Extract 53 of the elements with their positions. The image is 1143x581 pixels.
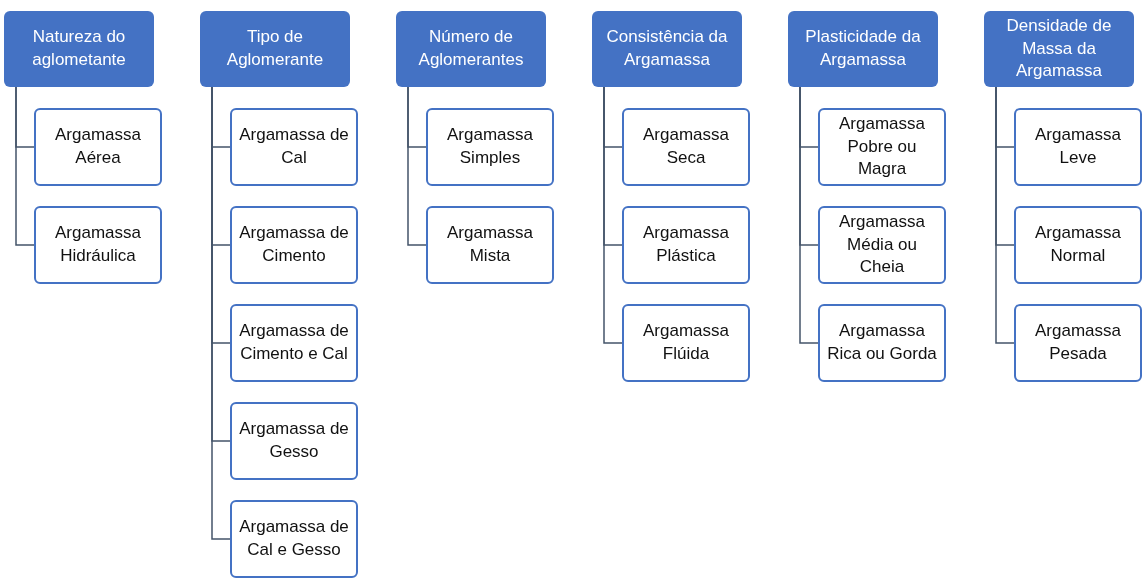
category-header-box (592, 11, 742, 87)
connector-line (603, 86, 623, 344)
node-label: Argamassa de Cal (238, 124, 350, 169)
type-box (230, 304, 358, 382)
type-box (426, 206, 554, 284)
node-label: Argamassa Hidráulica (54, 222, 142, 267)
node-label: Argamassa Mista (446, 222, 534, 267)
type-box (230, 108, 358, 186)
node-label: Argamassa Simples (446, 124, 534, 169)
type-box (1014, 206, 1142, 284)
node-label: Número de Aglomerantes (417, 26, 525, 71)
node-label: Plasticidade da Argamassa (804, 26, 922, 71)
node-label: Argamassa Flúida (642, 320, 730, 365)
connector-line (15, 86, 35, 246)
type-box (818, 108, 946, 186)
connector-line (799, 86, 819, 344)
type-box (622, 206, 750, 284)
connector-line (407, 86, 427, 246)
type-box (34, 108, 162, 186)
node-label: Argamassa Normal (1034, 222, 1122, 267)
node-label: Argamassa de Cal e Gesso (238, 516, 350, 561)
node-label: Natureza do aglometante (31, 26, 127, 71)
type-box (818, 304, 946, 382)
type-box (1014, 108, 1142, 186)
type-box (230, 206, 358, 284)
node-label: Argamassa Pesada (1034, 320, 1122, 365)
category-header-box (200, 11, 350, 87)
connector-line (995, 86, 1015, 344)
type-box (818, 206, 946, 284)
type-box (1014, 304, 1142, 382)
node-label: Densidade de Massa da Argamassa (1005, 14, 1113, 83)
node-label: Argamassa Leve (1034, 124, 1122, 169)
node-label: Consistência da Argamassa (605, 26, 729, 71)
node-label: Argamassa Plástica (642, 222, 730, 267)
node-label: Argamassa Aérea (54, 124, 142, 169)
category-header-box (788, 11, 938, 87)
type-box (622, 108, 750, 186)
node-label: Argamassa Seca (642, 124, 730, 169)
node-label: Argamassa de Gesso (238, 418, 350, 463)
node-label: Argamassa Pobre ou Magra (838, 112, 926, 181)
type-box (230, 500, 358, 578)
category-header-box (984, 11, 1134, 87)
node-label: Argamassa de Cimento (238, 222, 350, 267)
type-box (34, 206, 162, 284)
node-label: Tipo de Aglomerante (225, 26, 325, 71)
category-header-box (4, 11, 154, 87)
node-label: Argamassa Média ou Cheia (838, 210, 926, 279)
type-box (622, 304, 750, 382)
node-label: Argamassa Rica ou Gorda (826, 320, 938, 365)
type-box (230, 402, 358, 480)
category-header-box (396, 11, 546, 87)
type-box (426, 108, 554, 186)
node-label: Argamassa de Cimento e Cal (238, 320, 350, 365)
